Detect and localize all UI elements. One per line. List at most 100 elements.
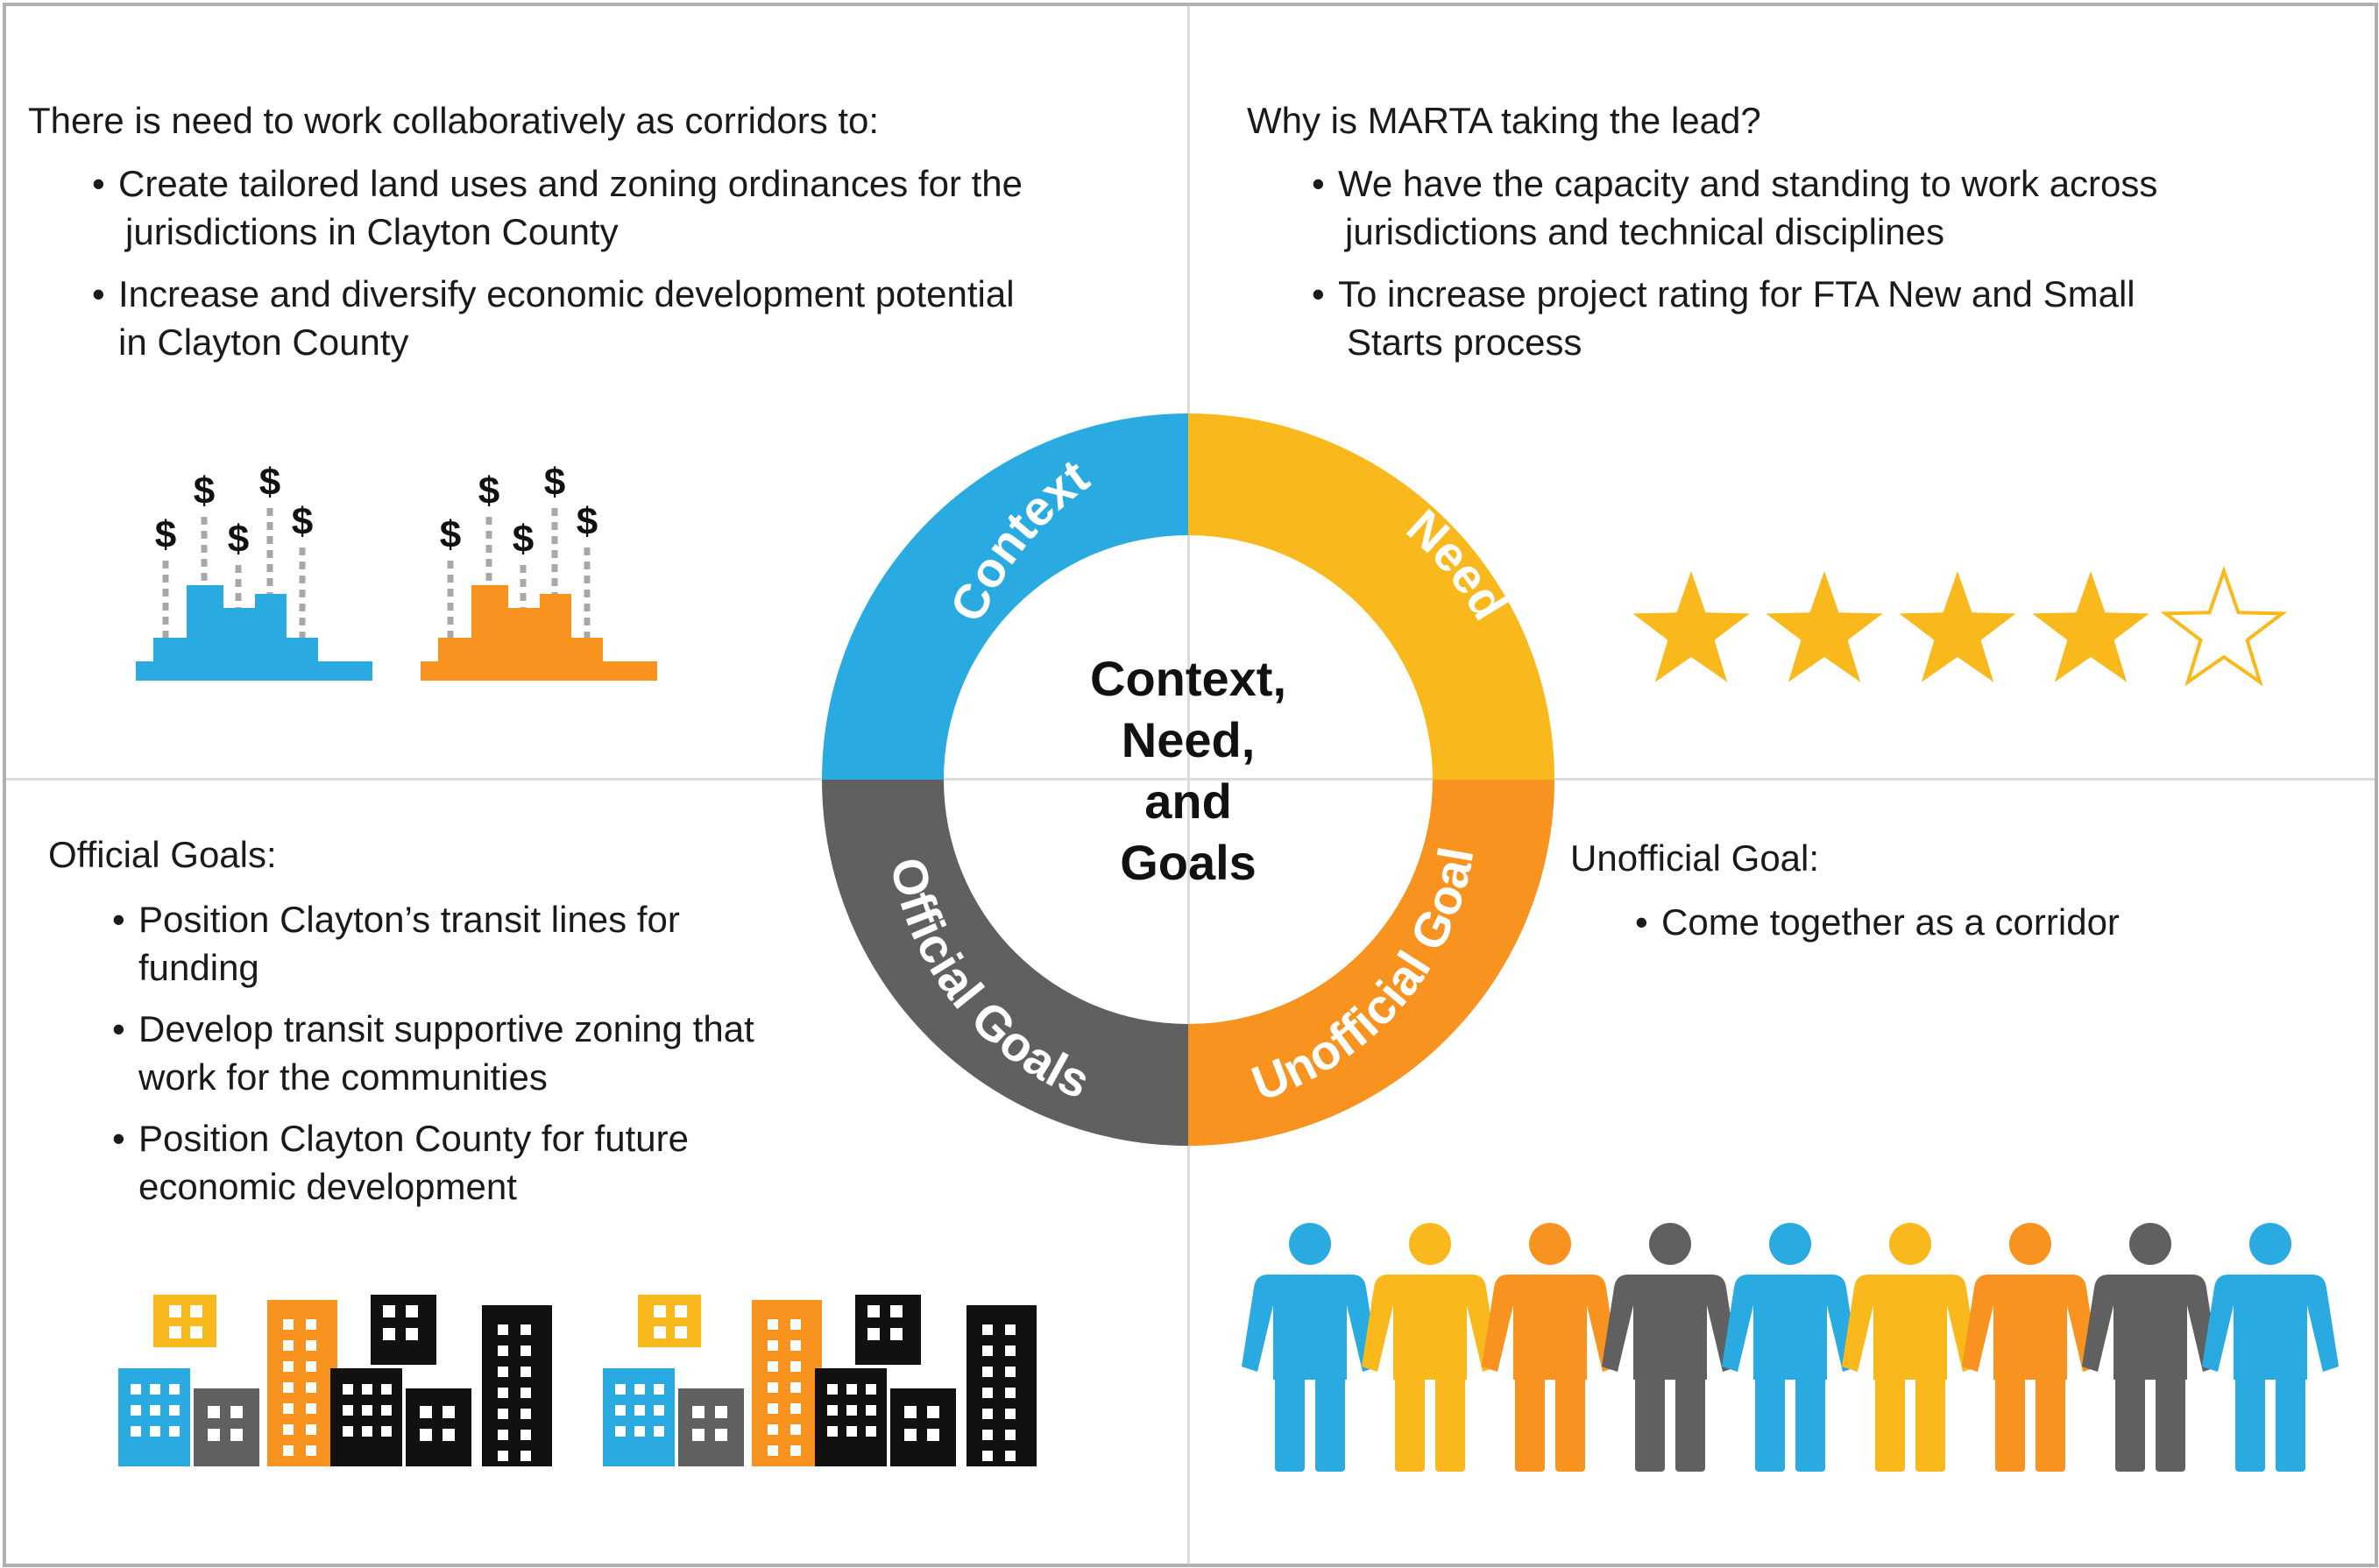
window — [520, 1324, 531, 1335]
window — [1005, 1430, 1016, 1440]
window — [306, 1361, 316, 1372]
window — [169, 1405, 180, 1416]
window — [982, 1346, 993, 1356]
window — [131, 1426, 141, 1437]
window — [615, 1405, 626, 1416]
window — [982, 1388, 993, 1398]
window — [381, 1405, 392, 1416]
window — [150, 1426, 160, 1437]
window — [904, 1429, 917, 1441]
official-bullet-3: • Position Clayton County for future eco… — [112, 1114, 689, 1211]
window — [890, 1328, 903, 1340]
vertical-divider — [1187, 6, 1190, 1564]
star-filled-icon — [1899, 571, 2016, 682]
window — [306, 1340, 316, 1351]
window — [443, 1429, 455, 1441]
building-icon — [603, 1368, 675, 1466]
window — [1005, 1409, 1016, 1419]
window — [381, 1426, 392, 1437]
dollar-sign-icon: $ — [194, 470, 215, 512]
window — [768, 1361, 778, 1372]
window — [715, 1429, 727, 1441]
dollar-sign-icon: $ — [228, 518, 249, 561]
window — [420, 1406, 432, 1418]
unofficial-bullet-1: • Come together as a corridor — [1635, 898, 2120, 946]
building-icon — [815, 1368, 887, 1466]
need-bullet-1-line2: jurisdictions and technical disciplines — [1345, 211, 1945, 252]
window — [150, 1384, 160, 1395]
window — [982, 1451, 993, 1461]
window — [654, 1326, 666, 1338]
window — [498, 1388, 508, 1398]
window — [634, 1405, 645, 1416]
window — [866, 1384, 876, 1395]
dollar-sign-icon: $ — [577, 500, 598, 543]
window — [768, 1382, 778, 1393]
city-buildings-icon — [118, 1295, 552, 1466]
star-filled-icon — [1766, 571, 1883, 682]
window — [208, 1429, 220, 1441]
window — [927, 1429, 939, 1441]
window — [420, 1429, 432, 1441]
chart-bar — [223, 608, 255, 666]
ring-segment-unofficial — [1188, 780, 1554, 1146]
window — [846, 1426, 857, 1437]
window — [306, 1445, 316, 1456]
official-bullet-1: • Position Clayton’s transit lines for f… — [112, 895, 680, 992]
window — [982, 1324, 993, 1335]
window — [790, 1319, 801, 1330]
chart-bar — [508, 608, 540, 666]
window — [520, 1388, 531, 1398]
building-icon — [638, 1295, 701, 1347]
ring-center-line-1: Context, — [1090, 651, 1286, 706]
dollar-sign-icon: $ — [513, 518, 534, 561]
window — [768, 1340, 778, 1351]
window — [283, 1424, 294, 1435]
window — [982, 1409, 993, 1419]
window — [790, 1445, 801, 1456]
window — [927, 1406, 939, 1418]
context-bullet-2-line1: Increase and diversify economic developm… — [118, 273, 1015, 314]
chart-bar — [540, 594, 571, 666]
official-bullet-2-line1: Develop transit supportive zoning that — [138, 1008, 754, 1049]
people-row-icon — [1242, 1223, 2339, 1472]
need-bullet-2-line1: To increase project rating for FTA New a… — [1338, 273, 2135, 314]
person-icon — [2082, 1223, 2219, 1472]
chart-bar — [438, 638, 471, 666]
chart-base — [421, 661, 657, 681]
ring-segment-context — [822, 413, 1188, 780]
window — [306, 1382, 316, 1393]
window — [790, 1361, 801, 1372]
window — [283, 1382, 294, 1393]
context-bullet-2-line2: in Clayton County — [118, 321, 409, 363]
star-filled-icon — [2032, 571, 2149, 682]
window — [498, 1451, 508, 1461]
window — [768, 1424, 778, 1435]
person-icon — [1602, 1223, 1738, 1472]
context-bullet-1: • Create tailored land uses and zoning o… — [92, 159, 1023, 256]
window — [846, 1405, 857, 1416]
window — [498, 1324, 508, 1335]
dollar-sign-icon: $ — [440, 513, 461, 556]
slide-frame — [3, 3, 2378, 1567]
window — [208, 1406, 220, 1418]
official-bullet-1-line2: funding — [138, 947, 259, 988]
ring-center-line-3: and — [1144, 773, 1232, 829]
ring-segment-need — [1188, 413, 1554, 780]
chart-bar — [255, 594, 287, 666]
window — [634, 1426, 645, 1437]
window — [675, 1326, 687, 1338]
window — [306, 1424, 316, 1435]
window — [406, 1328, 418, 1340]
chart-bar — [571, 638, 603, 666]
need-bullet-2-line2: Starts process — [1347, 321, 1582, 363]
window — [343, 1405, 353, 1416]
window — [169, 1305, 181, 1317]
person-icon — [1842, 1223, 1979, 1472]
window — [169, 1426, 180, 1437]
window — [692, 1406, 704, 1418]
building-icon — [118, 1368, 190, 1466]
building-icon — [371, 1295, 436, 1365]
window — [520, 1430, 531, 1440]
